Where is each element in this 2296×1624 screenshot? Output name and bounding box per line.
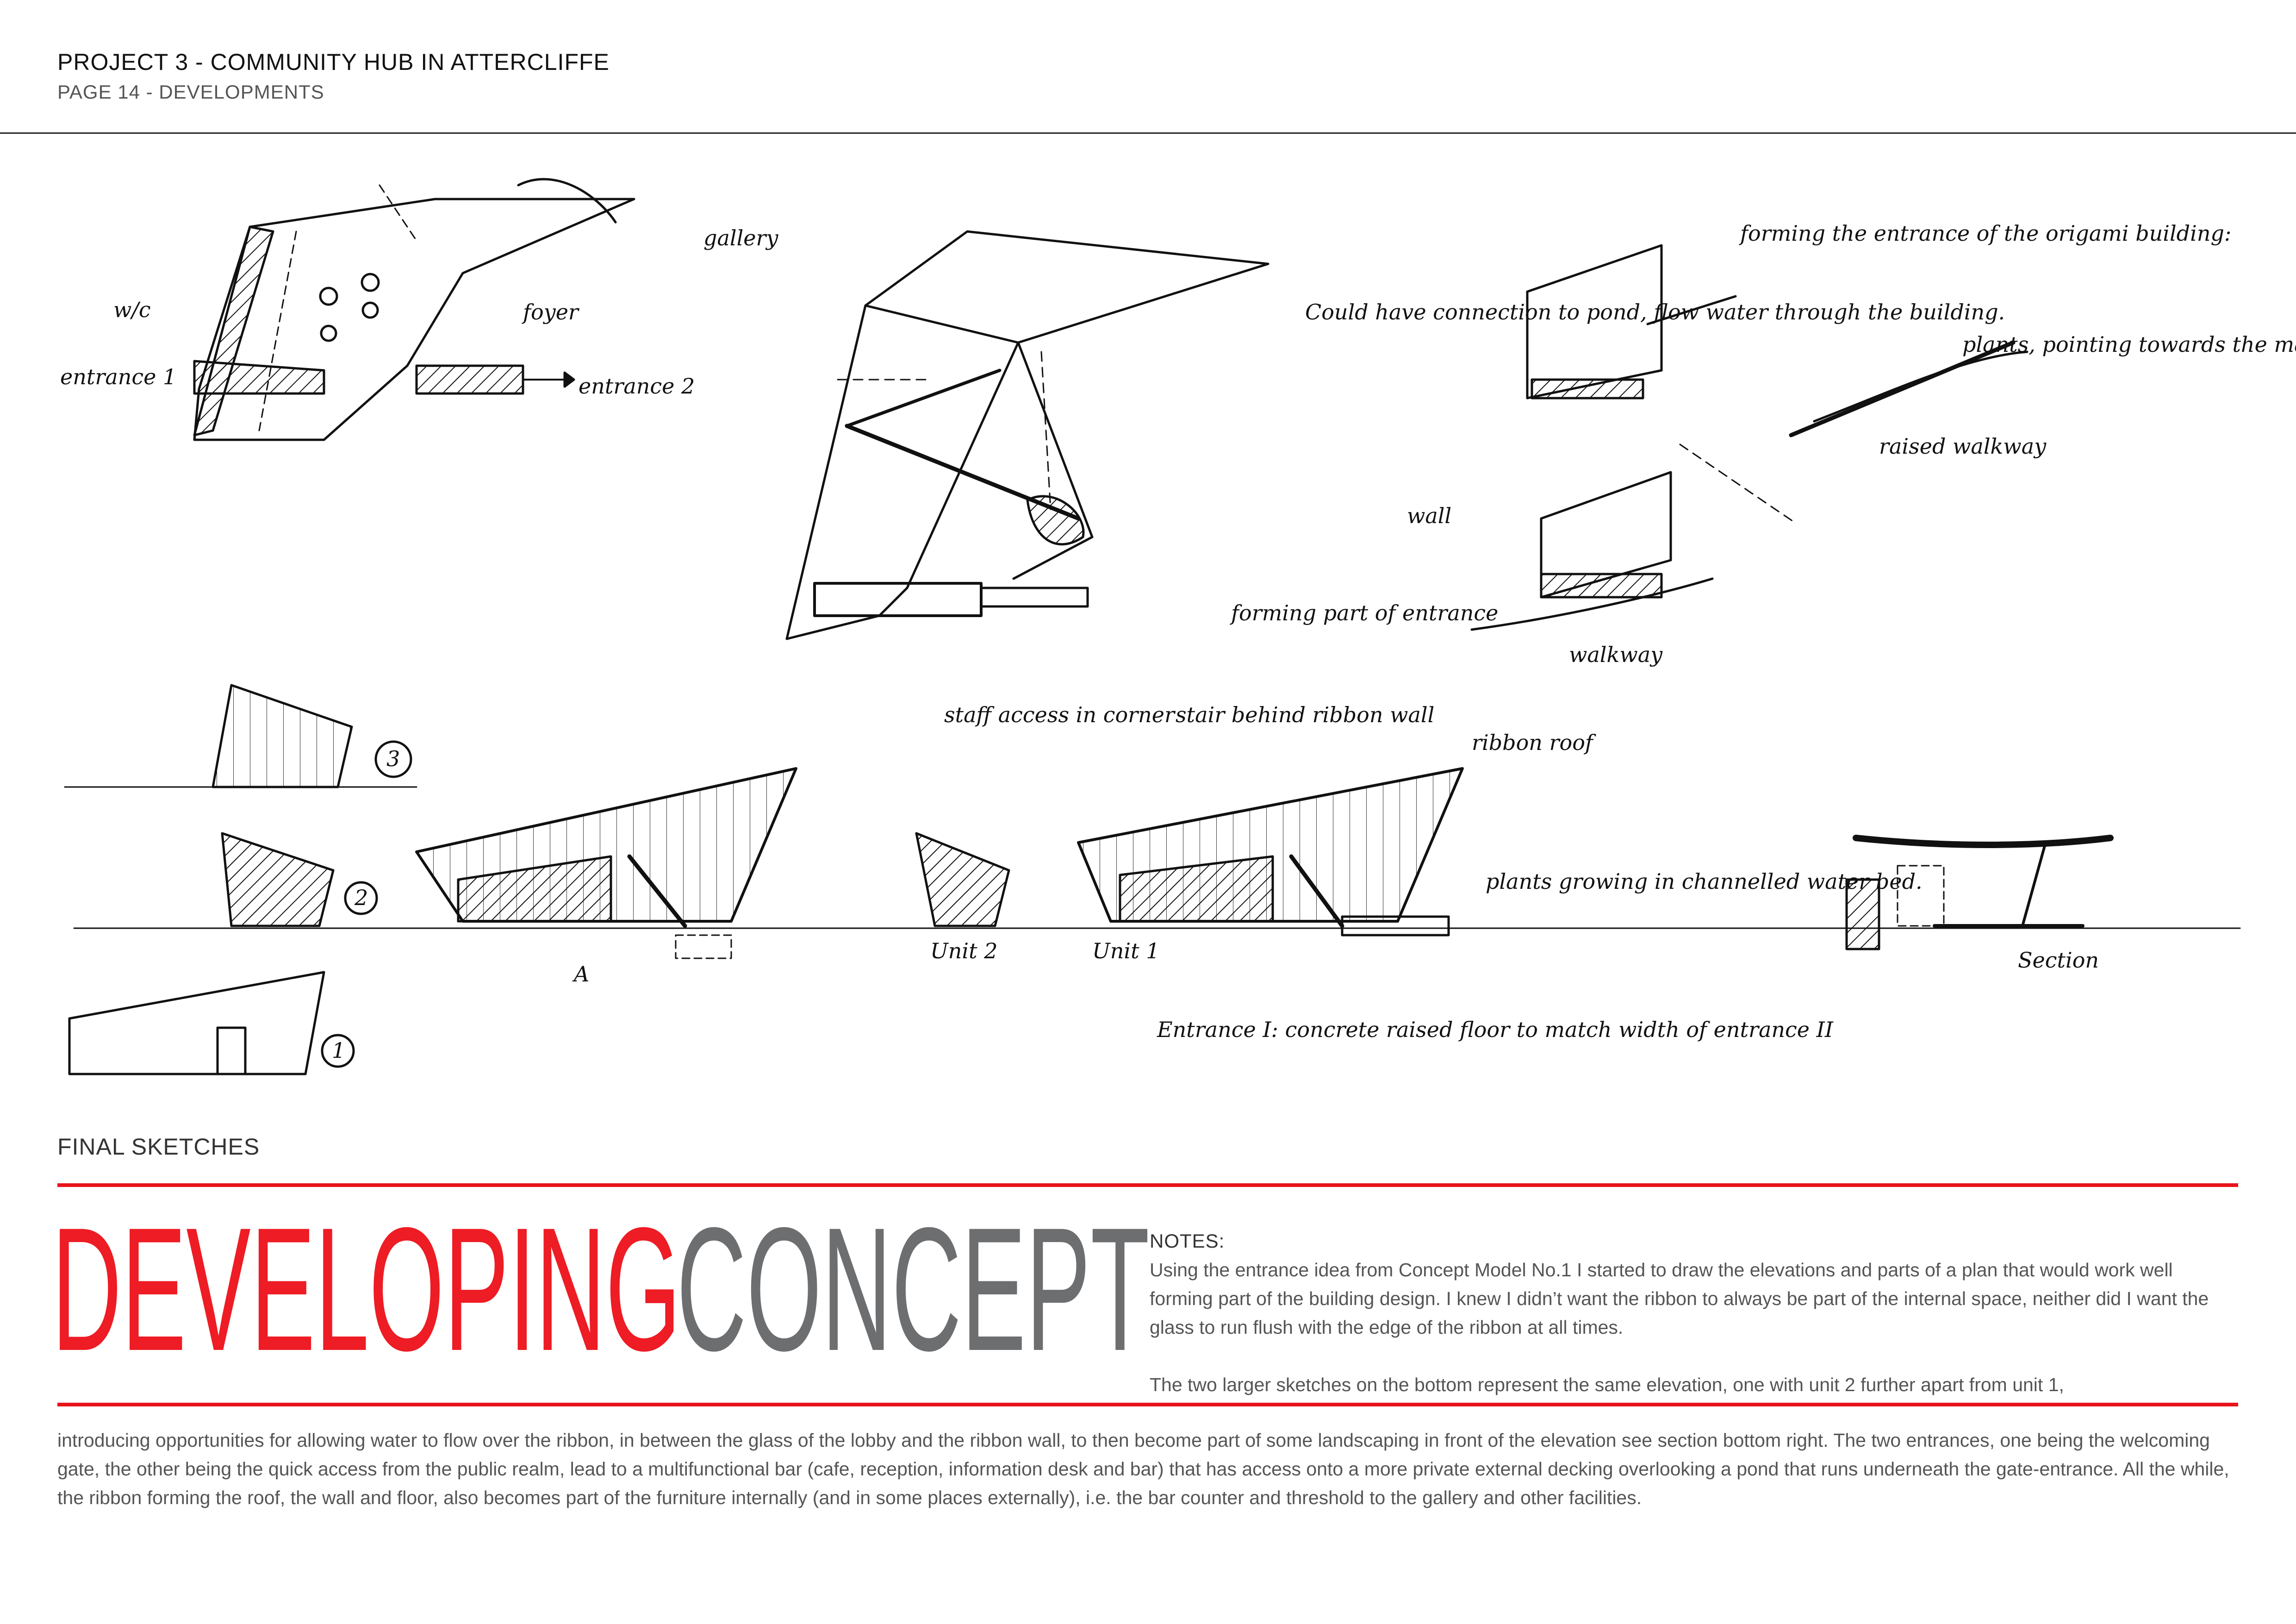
label-could-have: Could have connection to pond, flow wate… xyxy=(1305,300,2005,325)
label-raised-walkway: raised walkway xyxy=(1879,434,2047,459)
section-label: FINAL SKETCHES xyxy=(57,1134,260,1160)
red-divider-top xyxy=(57,1183,2238,1187)
header-divider xyxy=(0,132,2296,134)
notes-block: NOTES: Using the entrance idea from Conc… xyxy=(1150,1227,2238,1399)
label-staff-access: staff access in corner xyxy=(944,702,1176,727)
label-unit-1: Unit 1 xyxy=(1092,938,1159,963)
label-forming-part: forming part of entrance xyxy=(1230,600,1498,625)
label-section: Section xyxy=(2018,948,2099,973)
label-gallery: gallery xyxy=(703,225,779,250)
label-stair-behind: stair behind ribbon wall xyxy=(1176,702,1434,727)
label-entrance-1: entrance 1 xyxy=(60,364,176,389)
label-unit-2: Unit 2 xyxy=(930,938,997,963)
entrance-detail-sketches xyxy=(1470,244,2028,631)
page-subtitle: PAGE 14 - DEVELOPMENTS xyxy=(57,81,324,103)
label-foyer: foyer xyxy=(522,300,580,325)
label-wall: wall xyxy=(1407,503,1451,528)
label-plants: plants, pointing towards the market area xyxy=(1962,332,2296,357)
label-num-2: 2 xyxy=(354,885,368,910)
label-walkway: walkway xyxy=(1569,642,1663,667)
label-a: A xyxy=(572,962,589,987)
label-wc: w/c xyxy=(113,297,151,322)
notes-heading: NOTES: xyxy=(1150,1230,1225,1252)
label-num-3: 3 xyxy=(386,746,400,771)
elevation-a xyxy=(415,767,797,959)
label-entrance-note: Entrance I: concrete raised floor to mat… xyxy=(1157,1017,1834,1042)
elevation-units xyxy=(915,767,1464,937)
notes-paragraph-2: The two larger sketches on the bottom re… xyxy=(1150,1374,2064,1395)
perspective-sketch xyxy=(785,230,1269,640)
page-title: PROJECT 3 - COMMUNITY HUB IN ATTERCLIFFE xyxy=(57,49,610,75)
label-ribbon-roof: ribbon roof xyxy=(1472,730,1596,755)
title-word-developing: DEVELOPING xyxy=(52,1191,681,1387)
section-sketch xyxy=(1845,835,2114,950)
red-divider-bottom xyxy=(57,1403,2238,1406)
body-paragraph: introducing opportunities for allowing w… xyxy=(57,1430,2229,1508)
plan-sketch xyxy=(193,178,635,441)
sketches-area: gallery w/c foyer entrance 1 entrance 2 … xyxy=(60,178,2296,1075)
notes-paragraph-1: Using the entrance idea from Concept Mod… xyxy=(1150,1259,2209,1338)
label-entrance-2: entrance 2 xyxy=(579,374,695,399)
label-num-1: 1 xyxy=(332,1038,345,1063)
label-forming-entrance: forming the entrance of the origami buil… xyxy=(1739,221,2231,246)
small-elevations xyxy=(64,684,2241,1075)
title-word-concept: CONCEPT xyxy=(677,1191,1150,1387)
